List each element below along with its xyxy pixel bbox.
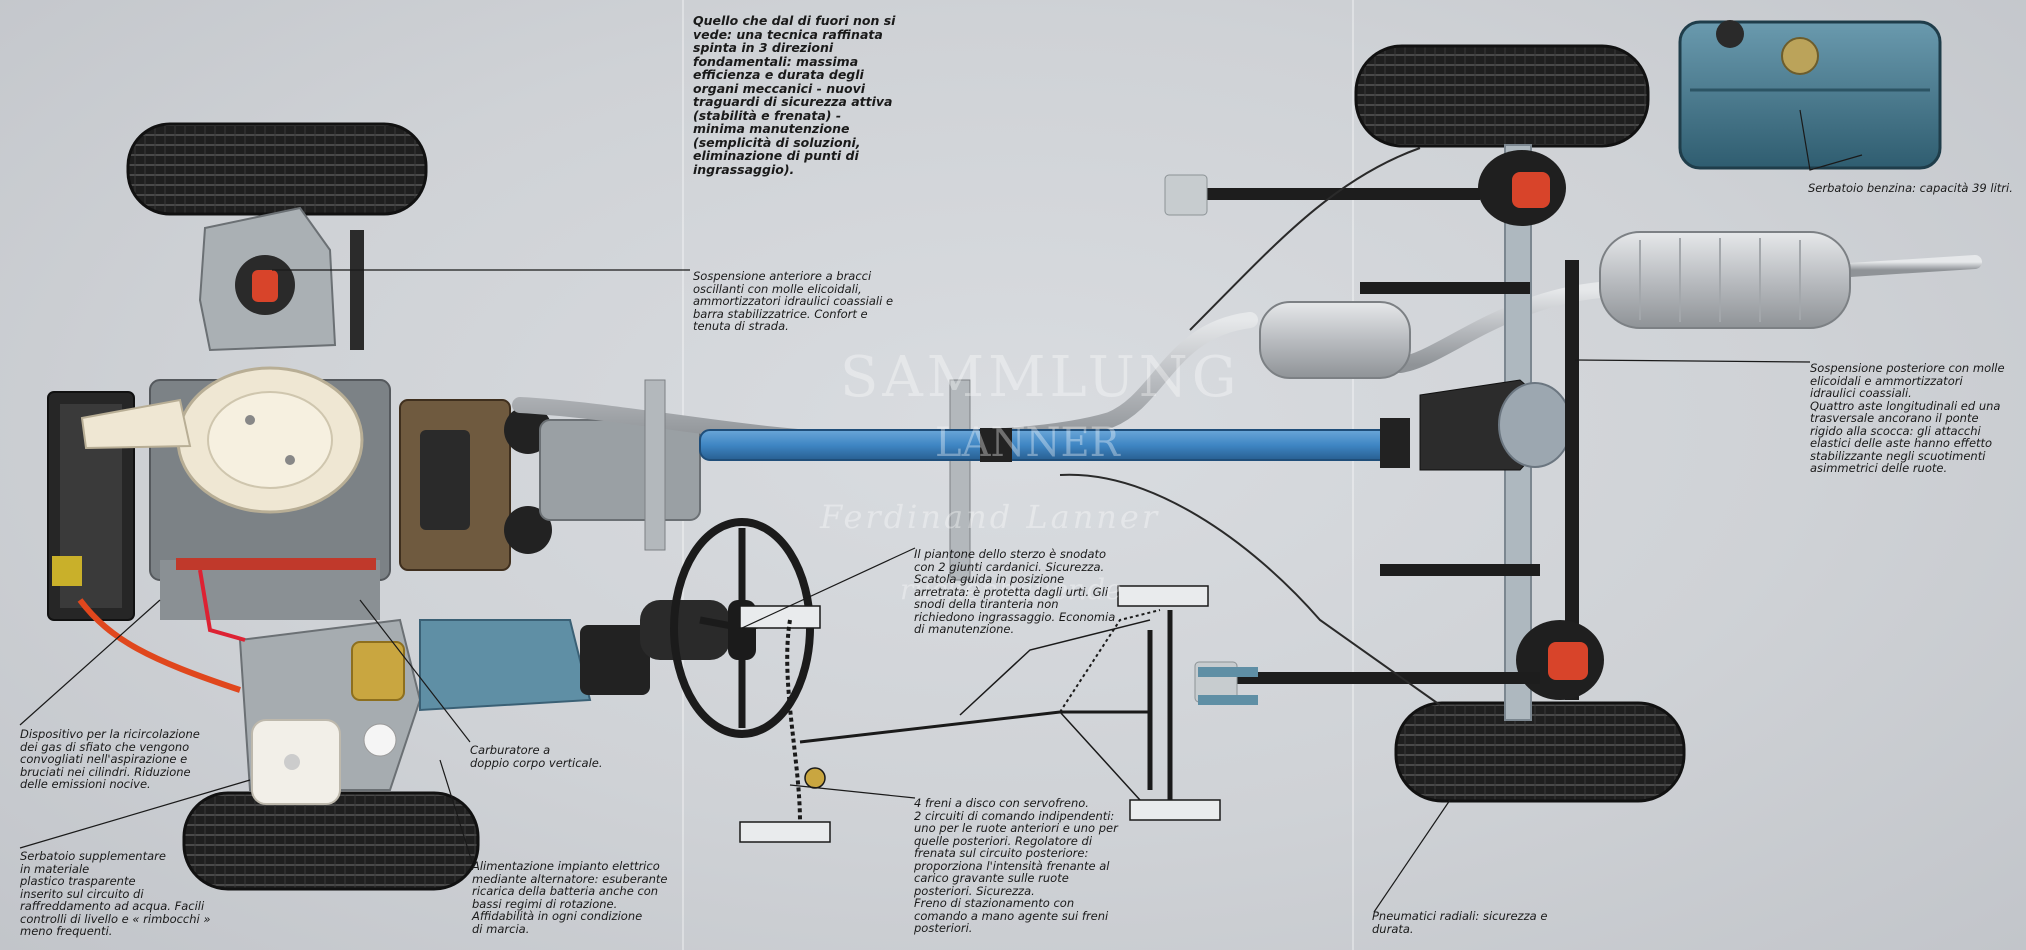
leader-lines	[19, 109, 1863, 913]
coolant-reservoir	[251, 719, 397, 805]
caption-tyres: Pneumatici radiali: sicurezza e durata.	[1372, 909, 1548, 936]
rear-spring-bottom	[1516, 620, 1604, 700]
front-left-tyre	[126, 122, 428, 216]
front-right-tyre	[182, 791, 480, 891]
rear-spring-top	[1478, 150, 1566, 226]
gearbox	[399, 399, 701, 571]
caption-reservoir: Serbatoio supplementare in materiale pla…	[20, 849, 211, 938]
steering-box	[419, 600, 730, 712]
brake-circuit-diagram	[739, 585, 1258, 843]
intro-text: Quello che dal di fuori non si vede: una…	[693, 13, 896, 177]
front-suspension-top	[198, 206, 364, 352]
handbrake-cable	[1059, 147, 1441, 706]
fuel-tank	[1678, 20, 1942, 170]
front-muffler	[1259, 301, 1411, 379]
rear-axle	[1419, 144, 1579, 721]
watermark-line2: LANNER	[935, 420, 1120, 466]
caption-alternator: Alimentazione impianto elettrico mediant…	[472, 859, 668, 936]
air-filter	[80, 366, 364, 514]
caption-rear-suspension: Sospensione posteriore con molle elicoid…	[1810, 361, 2005, 475]
rear-right-tyre	[1394, 701, 1686, 803]
trailing-arms	[1164, 174, 1540, 703]
rear-muffler	[1599, 231, 1851, 329]
caption-fuel-tank: Serbatoio benzina: capacità 39 litri.	[1808, 181, 2013, 195]
watermark-line4: ruckenbauer.de	[900, 573, 1122, 606]
caption-carburetor: Carburatore a doppio corpo verticale.	[470, 743, 603, 770]
watermark-line3: Ferdinand Lanner	[820, 498, 1161, 536]
radiator	[47, 391, 241, 693]
caption-front-suspension: Sospensione anteriore a bracci oscillant…	[693, 269, 894, 333]
page-fold	[1352, 0, 1354, 950]
watermark-line1: SAMMLUNG	[840, 345, 1241, 410]
caption-brakes: 4 freni a disco con servofreno. 2 circui…	[914, 796, 1118, 935]
caption-recirculation: Dispositivo per la ricircolazione dei ga…	[20, 727, 200, 791]
rear-left-tyre	[1354, 44, 1650, 148]
carburetor	[351, 641, 405, 701]
caption-steering: Il piantone dello sterzo è snodato con 2…	[914, 547, 1116, 636]
driveshaft	[699, 418, 1410, 468]
